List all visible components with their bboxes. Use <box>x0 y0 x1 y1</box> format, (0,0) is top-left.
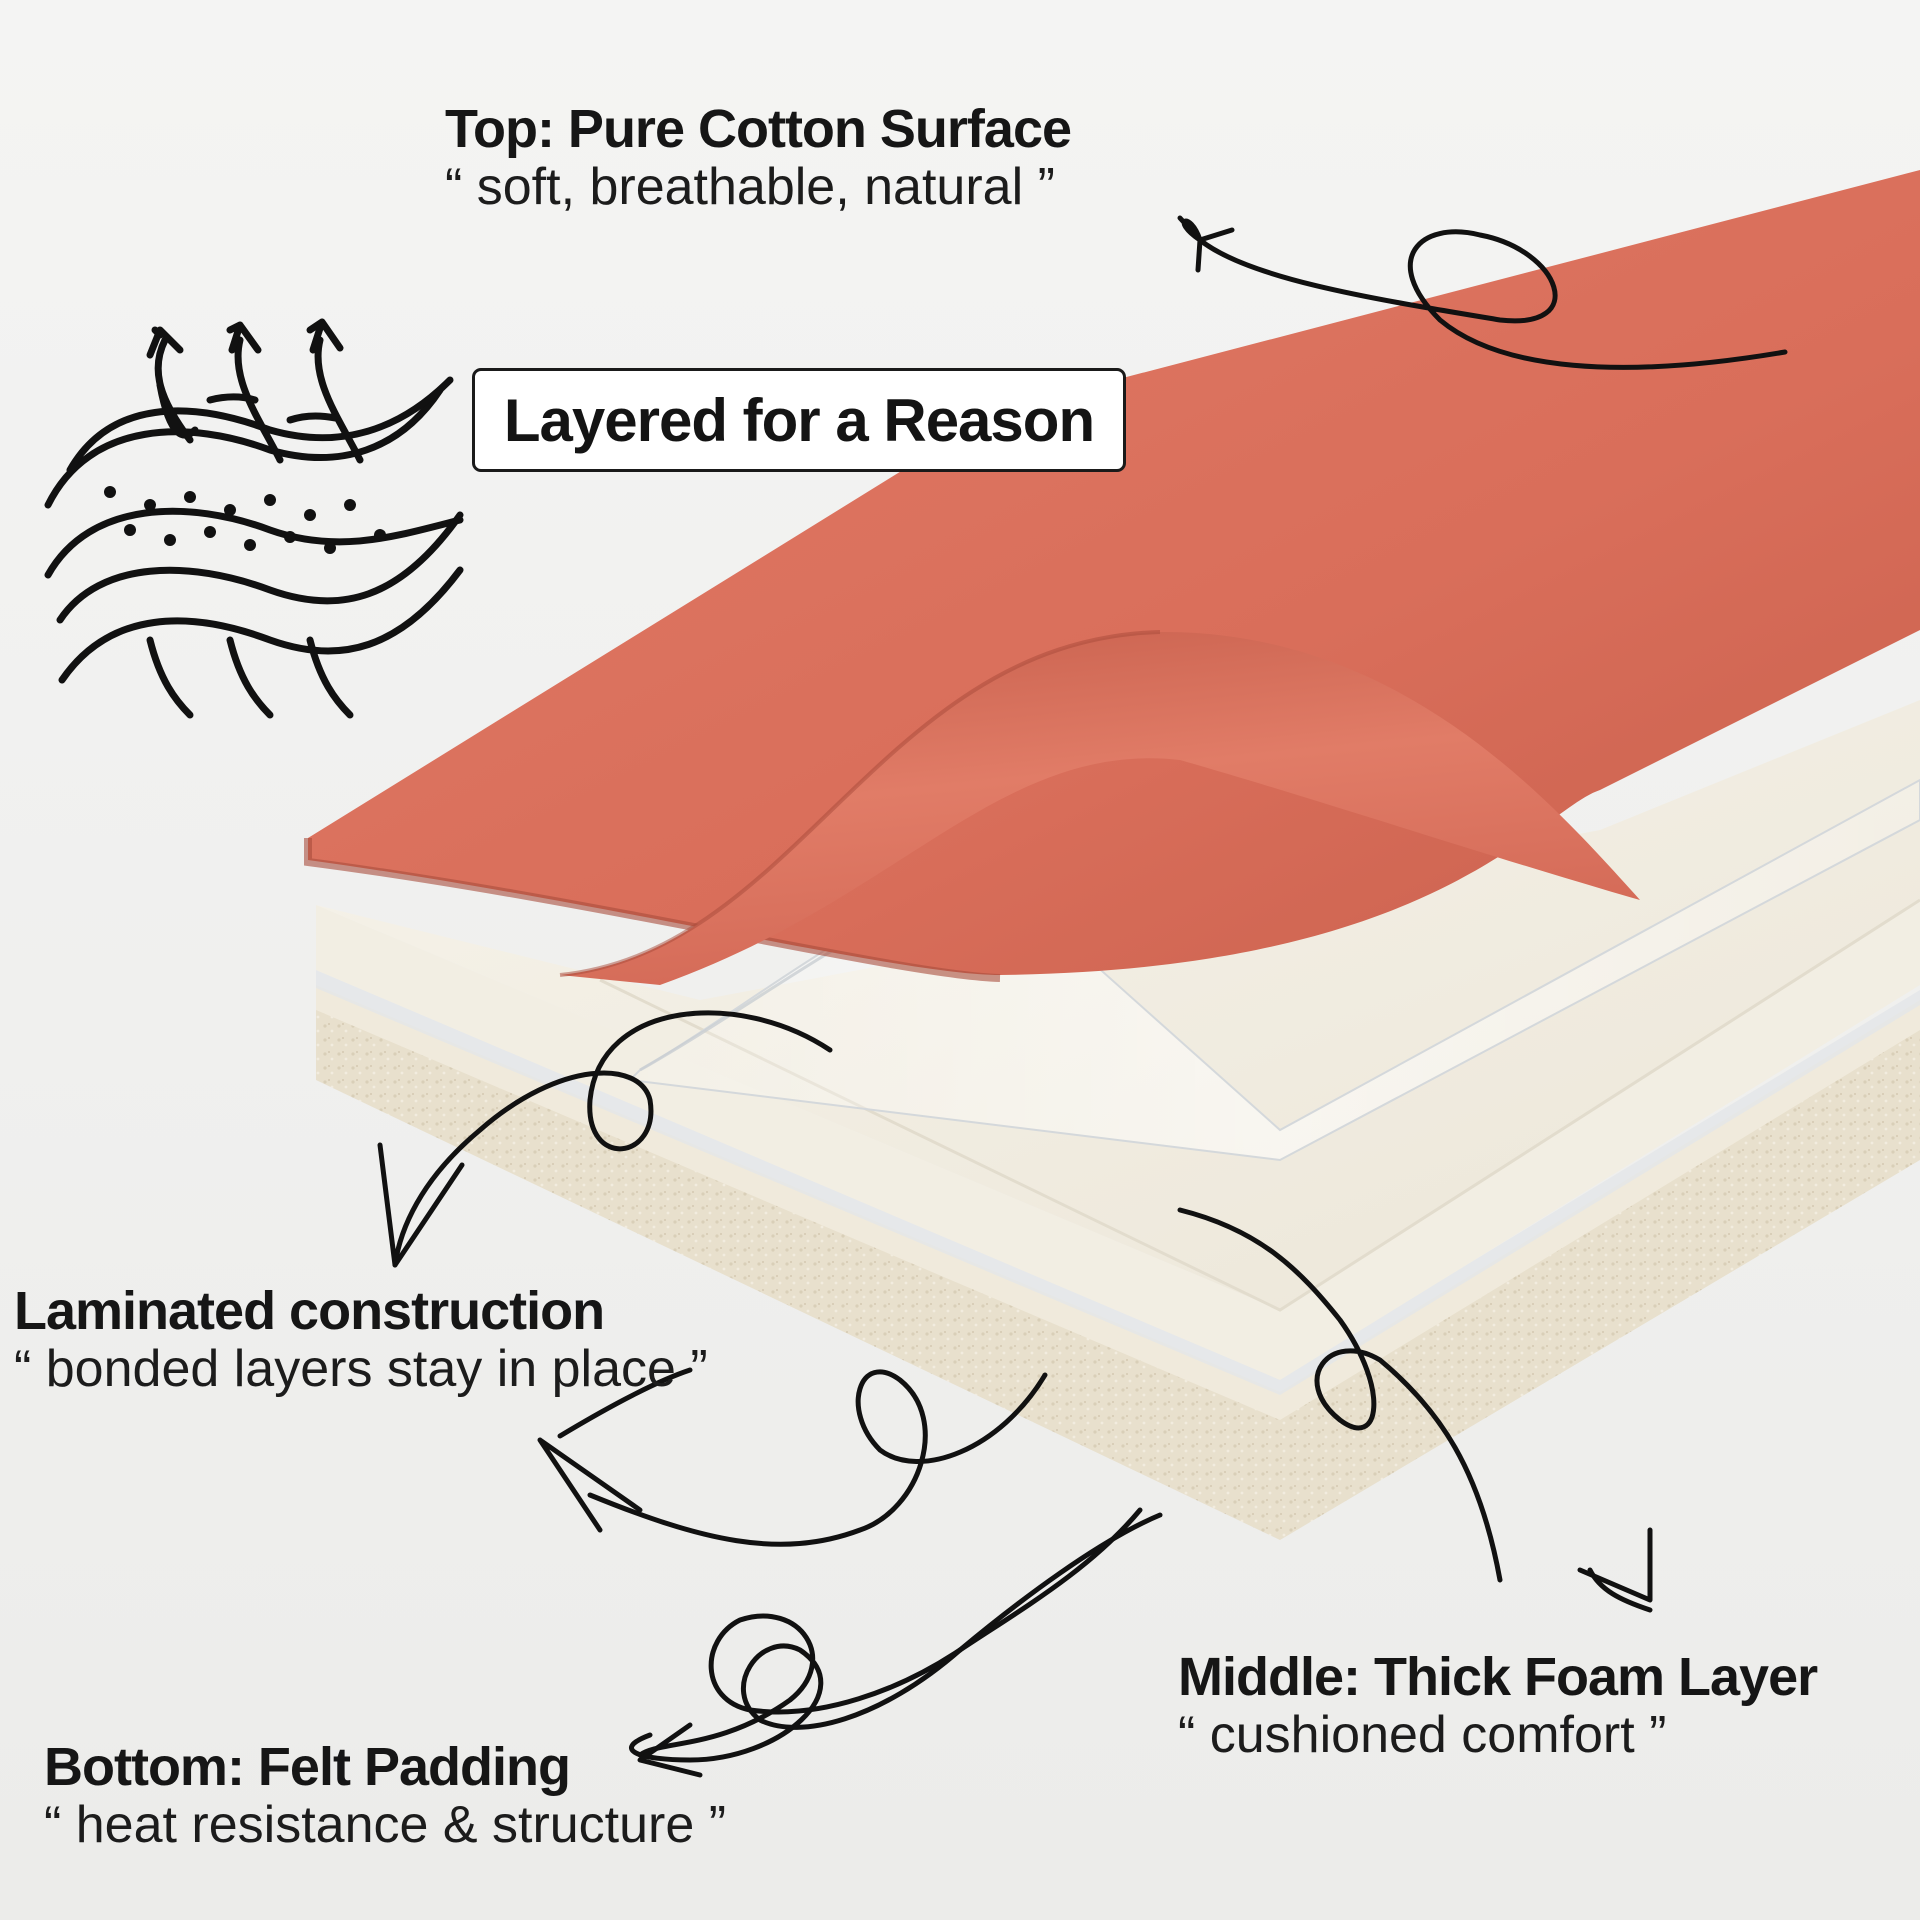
label-laminated: Laminated construction “ bonded layers s… <box>14 1281 708 1399</box>
curly-arrow-icon <box>537 1367 1048 1547</box>
label-bottom-subtitle: “ heat resistance & structure ” <box>44 1796 727 1855</box>
label-bottom: Bottom: Felt Padding “ heat resistance &… <box>44 1737 727 1855</box>
label-top-subtitle: “ soft, breathable, natural ” <box>445 158 1055 217</box>
cotton-flap <box>560 631 1640 985</box>
label-bottom-title: Bottom: Felt Padding <box>44 1737 571 1797</box>
breathable-layers-icon <box>44 318 464 719</box>
felt-layer <box>316 985 1920 1540</box>
label-middle-subtitle: “ cushioned comfort ” <box>1178 1706 1667 1765</box>
curly-arrow-icon <box>1177 215 1788 370</box>
curly-arrow-icon <box>377 1010 833 1268</box>
label-top-title: Top: Pure Cotton Surface <box>445 99 1072 159</box>
label-laminated-subtitle: “ bonded layers stay in place ” <box>14 1340 708 1399</box>
label-laminated-title: Laminated construction <box>14 1281 605 1341</box>
curly-arrow-icon <box>628 1512 1163 1763</box>
label-top: Top: Pure Cotton Surface “ soft, breatha… <box>445 99 1072 217</box>
curly-arrow-icon <box>1177 1207 1653 1613</box>
layered-badge: Layered for a Reason <box>472 368 1126 472</box>
label-middle: Middle: Thick Foam Layer “ cushioned com… <box>1178 1647 1818 1765</box>
curly-arrow-icon <box>637 1507 1143 1778</box>
label-middle-title: Middle: Thick Foam Layer <box>1178 1647 1818 1707</box>
